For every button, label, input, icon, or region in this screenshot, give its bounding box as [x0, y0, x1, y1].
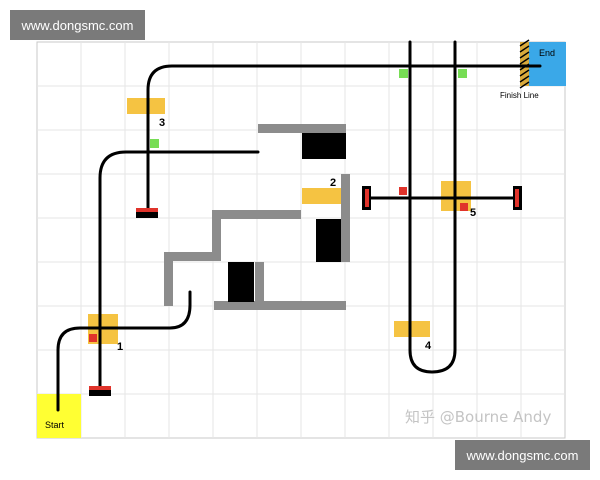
red-dot-1: [89, 334, 97, 342]
marker-1-red: [89, 386, 111, 390]
checkpoint-label-1: 1: [117, 341, 123, 353]
watermark-bottom: www.dongsmc.com: [455, 440, 590, 470]
grid: [37, 42, 565, 438]
credit-text: 知乎 @Bourne Andy: [405, 408, 552, 426]
walls: [164, 124, 350, 310]
marker-3-base: [136, 208, 158, 218]
checkpoint-label-5: 5: [470, 207, 476, 219]
green-dot-2: [399, 69, 408, 78]
marker-3-red: [136, 208, 158, 212]
finish-line-label: Finish Line: [500, 91, 539, 100]
start-label: Start: [45, 420, 65, 430]
green-dot-1: [150, 139, 159, 148]
marker-left-red: [365, 189, 369, 207]
checkpoint-4-zone: [394, 321, 430, 337]
marker-1-base: [89, 386, 111, 396]
red-dot-3: [460, 203, 468, 211]
end-label: End: [539, 48, 555, 58]
checkpoint-3-zone: [127, 98, 165, 114]
obstacle-blocks: [228, 133, 346, 302]
end-zone: [529, 42, 566, 86]
red-dot-2: [399, 187, 407, 195]
checkpoint-label-4: 4: [425, 340, 432, 352]
marker-right-red: [515, 189, 519, 207]
checkpoint-2-zone: [302, 188, 342, 204]
checkpoint-label-3: 3: [159, 117, 165, 129]
finish-line: [519, 39, 530, 89]
checkpoint-label-2: 2: [330, 177, 336, 189]
track-lines: [56, 40, 542, 412]
green-dot-3: [458, 69, 467, 78]
watermark-top: www.dongsmc.com: [10, 10, 145, 40]
